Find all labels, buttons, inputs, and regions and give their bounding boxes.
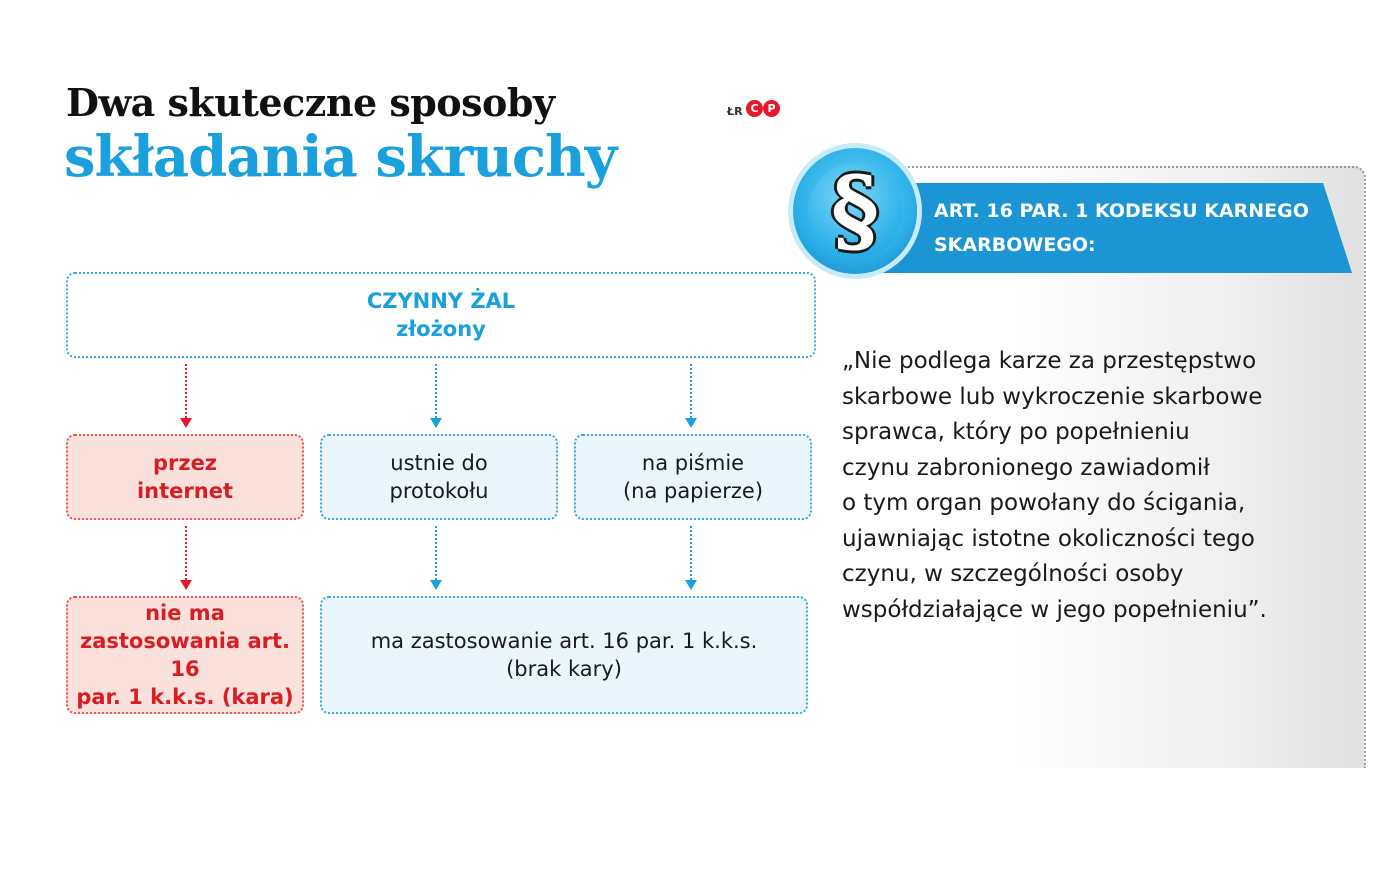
- outcome-penalty-line3: par. 1 k.k.s. (kara): [76, 685, 294, 709]
- article-heading-line1: ART. 16 PAR. 1 KODEKSU KARNEGO: [934, 200, 1309, 222]
- box-method-oral: ustnie do protokołu: [320, 434, 558, 520]
- quote-line: sprawca, który po popełnieniu: [842, 419, 1190, 445]
- title-line-1: Dwa skuteczne sposoby: [66, 80, 555, 125]
- box-method-written: na piśmie (na papierze): [574, 434, 812, 520]
- quote-line: czynu, w szczególności osoby: [842, 561, 1184, 587]
- box-czynny-zal-subtitle: złożony: [396, 317, 486, 341]
- quote-line: o tym organ powołany do ścigania,: [842, 490, 1246, 516]
- quote-line: ujawniając istotne okoliczności tego: [842, 525, 1255, 552]
- title-line-2: składania skruchy: [64, 124, 617, 190]
- article-quote: „Nie podlega karze za przestępstwo skarb…: [842, 344, 1312, 628]
- section-badge-inner: [808, 163, 902, 259]
- outcome-no-penalty-line2: (brak kary): [506, 657, 622, 681]
- quote-line: współdziałające w jego popełnieniu”.: [842, 596, 1267, 623]
- arrow-top-to-oral: [430, 364, 442, 428]
- box-czynny-zal: CZYNNY ŻAL złożony: [66, 272, 816, 358]
- method-internet-line1: przez: [152, 451, 218, 475]
- method-written-line1: na piśmie: [641, 451, 745, 475]
- quote-line: skarbowe lub wykroczenie skarbowe: [842, 383, 1263, 410]
- method-internet-line2: internet: [136, 479, 234, 503]
- outcome-no-penalty-line1: ma zastosowanie art. 16 par. 1 k.k.s.: [370, 629, 758, 653]
- box-outcome-no-penalty: ma zastosowanie art. 16 par. 1 k.k.s. (b…: [320, 596, 808, 714]
- box-method-internet: przez internet: [66, 434, 304, 520]
- arrow-internet-to-outcome: [180, 526, 192, 590]
- arrow-written-to-outcome: [685, 526, 697, 590]
- arrow-top-to-internet: [180, 364, 192, 428]
- box-outcome-penalty: nie ma zastosowania art. 16 par. 1 k.k.s…: [66, 596, 304, 714]
- publisher-logo: C P: [746, 100, 784, 120]
- method-oral-line1: ustnie do: [390, 451, 488, 475]
- article-banner: [870, 183, 1352, 273]
- arrow-top-to-written: [685, 364, 697, 428]
- section-sign-icon: §: [830, 156, 880, 264]
- article-heading-line2: SKARBOWEGO:: [934, 234, 1096, 256]
- method-oral-line2: protokołu: [389, 479, 489, 503]
- arrow-oral-to-outcome: [430, 526, 442, 590]
- quote-line: „Nie podlega karze za przestępstwo: [842, 348, 1257, 374]
- box-czynny-zal-title: CZYNNY ŻAL: [366, 289, 516, 313]
- logo-letter-c: C: [746, 100, 763, 117]
- author-initials: ŁR: [727, 105, 743, 118]
- article-heading: ART. 16 PAR. 1 KODEKSU KARNEGO SKARBOWEG…: [934, 194, 1334, 262]
- outcome-penalty-line1: nie ma: [145, 601, 225, 625]
- outcome-penalty-line2: zastosowania art. 16: [79, 629, 291, 681]
- quote-line: czynu zabronionego zawiadomił: [842, 454, 1210, 481]
- logo-letter-p: P: [763, 100, 780, 117]
- method-written-line2: (na papierze): [622, 479, 764, 503]
